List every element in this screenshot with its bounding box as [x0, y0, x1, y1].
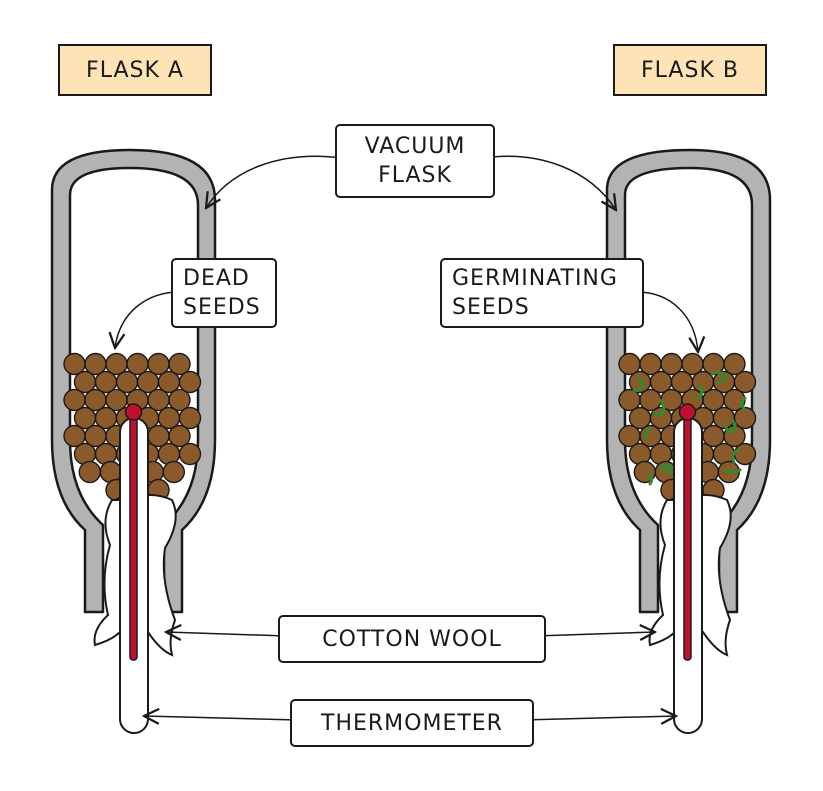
vacuum-flask-label: VACUUM FLASK — [335, 124, 495, 198]
flask-a-title: FLASK A — [58, 44, 212, 96]
arrow-cotton-wool-a — [166, 632, 287, 636]
arrow-germinating-seeds — [636, 291, 698, 352]
flask-b-thermometer-bulb — [678, 403, 697, 421]
arrow-thermometer-b — [521, 716, 676, 720]
arrow-dead-seeds — [115, 291, 179, 348]
flask-b-title: FLASK B — [613, 44, 767, 96]
arrow-vacuum-to-flask-b — [482, 155, 616, 210]
arrow-vacuum-to-flask-a — [206, 155, 343, 208]
seed — [723, 352, 746, 376]
sprout — [658, 463, 674, 474]
flask-b-group — [605, 148, 772, 734]
sprout — [740, 396, 747, 412]
seed — [178, 442, 202, 466]
flask-b-thermometer-liquid — [683, 414, 692, 661]
germinating-seeds-label: GERMINATING SEEDS — [440, 258, 644, 328]
callout-arrows — [115, 155, 698, 720]
flask-a-thermometer-liquid — [129, 414, 138, 661]
sprout — [646, 472, 654, 486]
arrow-cotton-wool-b — [534, 632, 655, 636]
thermometer-label: THERMOMETER — [290, 699, 534, 747]
sprout — [724, 418, 737, 434]
seed — [733, 442, 757, 466]
seed — [168, 352, 191, 376]
seed — [733, 406, 757, 430]
sprout — [731, 448, 740, 464]
sprout — [632, 376, 644, 393]
cotton-wool-label: COTTON WOOL — [278, 615, 546, 663]
seed — [178, 406, 202, 430]
seed — [162, 460, 186, 484]
sprout — [644, 426, 652, 440]
flask-a-thermometer-bulb — [124, 403, 143, 421]
seed — [78, 460, 102, 484]
sprout — [710, 370, 728, 384]
flask-b-sprouts — [632, 370, 747, 486]
flask-a-wall — [50, 148, 217, 614]
sprout — [652, 398, 666, 417]
sprout — [696, 384, 704, 400]
dead-seeds-label: DEAD SEEDS — [171, 258, 277, 328]
seed — [168, 424, 191, 448]
sprout — [724, 468, 742, 474]
seed — [733, 370, 757, 394]
arrow-thermometer-a — [144, 716, 299, 720]
seed — [168, 388, 191, 412]
flask-a-group — [50, 148, 217, 734]
seed — [178, 370, 202, 394]
flask-b-wall — [605, 148, 772, 614]
